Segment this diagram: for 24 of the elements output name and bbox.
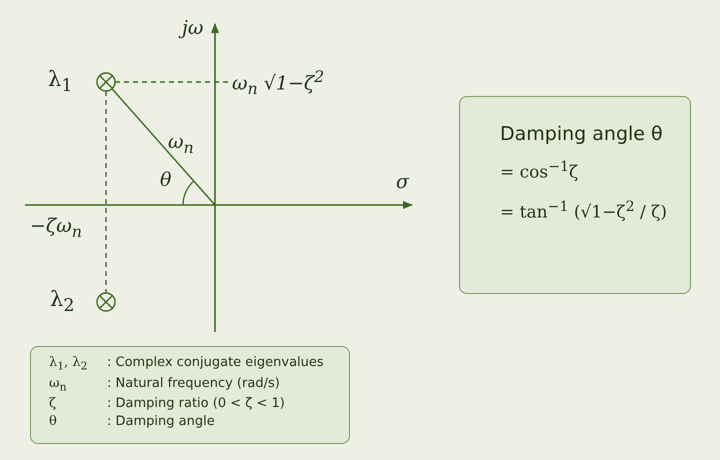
axis-label: σ bbox=[396, 172, 409, 193]
symbol-text: λ$_{1}$, λ$_{2}$ bbox=[49, 355, 89, 373]
pole-marker bbox=[96, 292, 116, 312]
dashed-line bbox=[105, 91, 107, 293]
panel-heading: Damping angle θ bbox=[500, 123, 664, 145]
formula-panel bbox=[459, 96, 691, 294]
pole-label: λ$_{1}$ bbox=[48, 68, 72, 96]
definition-text: : Complex conjugate eigenvalues bbox=[107, 355, 325, 372]
angle-label: θ bbox=[160, 170, 172, 191]
definition-text: : Damping angle bbox=[107, 414, 216, 430]
symbol-text: ζ bbox=[49, 396, 58, 412]
legend-panel bbox=[30, 346, 350, 444]
dashed-line bbox=[115, 81, 228, 83]
formula: = tan$^{−1}$ (√1−ζ$^{2}$ / ζ) bbox=[500, 198, 668, 222]
axis-value-label: −ζω$_{n}$ bbox=[30, 216, 82, 240]
symbol-text: ω$_{n}$ bbox=[49, 376, 68, 394]
definition-text: : Natural frequency (rad/s) bbox=[107, 376, 281, 393]
definition-text: : Damping ratio (0 < ζ < 1) bbox=[107, 396, 286, 412]
formula: = cos$^{−1}$ζ bbox=[500, 159, 580, 183]
symbol-text: θ bbox=[49, 414, 58, 430]
pole-label: λ$_{2}$ bbox=[50, 288, 74, 316]
edge-label: ω$_{n}$ bbox=[168, 132, 194, 156]
axis-value-label: ω$_{n}$ √1−ζ$^{2}$ bbox=[232, 68, 324, 98]
pole-marker bbox=[96, 72, 116, 92]
